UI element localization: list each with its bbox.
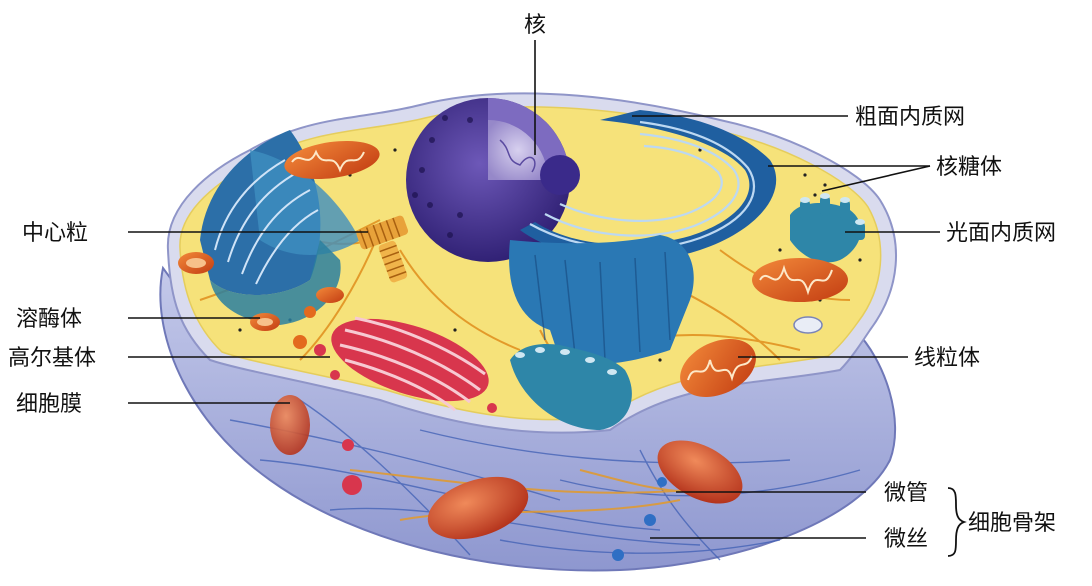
nucleus: [406, 98, 580, 262]
mitochondrion-right-top: [752, 258, 848, 302]
label-microtubule: 微管: [884, 481, 928, 506]
label-ribosome: 核糖体: [936, 155, 1002, 180]
label-mitochondrion: 线粒体: [914, 346, 980, 371]
cytoskeleton-brace: [947, 487, 967, 557]
vesicle-icon: [342, 475, 362, 495]
mitochondrion-icon: [270, 395, 310, 455]
golgi-apparatus: [314, 316, 497, 413]
label-lysosome: 溶酶体: [16, 307, 82, 332]
vesicle-icon: [657, 477, 667, 487]
rough-er: [509, 110, 777, 365]
label-cell-membrane: 细胞膜: [16, 392, 82, 417]
mitochondrion-icon: [657, 440, 743, 504]
vesicle-icon: [293, 335, 307, 349]
leader-lines: [128, 40, 940, 539]
smooth-er: [510, 193, 865, 430]
vesicle-icon: [342, 439, 354, 451]
vacuole-icon: [793, 316, 823, 334]
vesicle-icon: [612, 549, 624, 561]
label-microfilament: 微丝: [884, 527, 928, 552]
label-nucleus: 核: [524, 13, 546, 38]
label-cytoskeleton: 细胞骨架: [968, 511, 1056, 536]
mitochondrion-right-bottom: [680, 338, 756, 398]
vesicle-icon: [304, 306, 316, 318]
mitochondrion-top-left: [284, 140, 380, 180]
centriole-icon: [356, 215, 409, 283]
nucleolus-icon: [540, 155, 580, 195]
mitochondrion-icon: [427, 476, 529, 540]
label-smooth-er: 光面内质网: [946, 221, 1056, 246]
label-golgi: 高尔基体: [8, 346, 96, 371]
label-centriole: 中心粒: [22, 221, 88, 246]
vesicle-icon: [644, 514, 656, 526]
label-rough-er: 粗面内质网: [855, 105, 965, 130]
